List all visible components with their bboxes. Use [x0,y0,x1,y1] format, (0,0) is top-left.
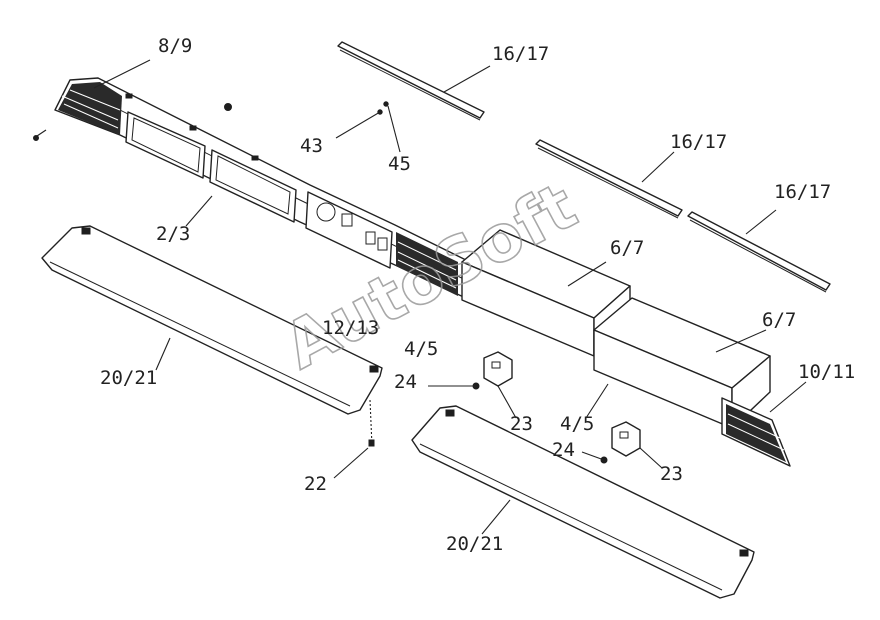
callout-24-upper: 24 [394,371,417,393]
callout-16-17-top: 16/17 [492,43,549,65]
nut-small [224,103,232,111]
duct-box-lower [593,297,771,429]
callout-4-5-upper: 4/5 [404,338,438,360]
rail-middle [535,139,683,219]
callout-20-21-right: 20/21 [446,533,503,555]
callout-8-9: 8/9 [158,35,192,57]
screw-left [33,129,47,141]
callout-23-lower: 23 [660,463,683,485]
callout-23-upper: 23 [510,413,533,435]
callout-45: 45 [388,153,411,175]
callout-16-17-right: 16/17 [774,181,831,203]
left-grille [58,82,122,135]
callout-20-21-left: 20/21 [100,367,157,389]
callout-4-5-lower: 4/5 [560,413,594,435]
bracket-23-b [600,421,641,464]
center-grille [396,232,458,296]
callout-2-3: 2/3 [156,223,190,245]
callout-labels: 8/9 16/17 43 45 16/17 16/17 2/3 6/7 6/7 … [100,35,855,555]
right-grille [721,397,791,467]
callout-22: 22 [304,473,327,495]
pin-22 [368,399,375,447]
callout-43: 43 [300,135,323,157]
screw-45 [383,101,389,107]
callout-10-11: 10/11 [798,361,855,383]
rail-right [687,211,831,293]
leader-lines [93,59,807,535]
console-trim-panel [54,77,471,301]
rail-top [337,41,485,121]
callout-24-lower: 24 [552,439,575,461]
callout-16-17-middle: 16/17 [670,131,727,153]
lower-panel-right [411,405,755,599]
callout-6-7-lower: 6/7 [762,309,796,331]
lower-panel-left [41,225,383,415]
callout-6-7-upper: 6/7 [610,237,644,259]
bracket-23-a [472,351,513,390]
callout-12-13: 12/13 [322,317,379,339]
